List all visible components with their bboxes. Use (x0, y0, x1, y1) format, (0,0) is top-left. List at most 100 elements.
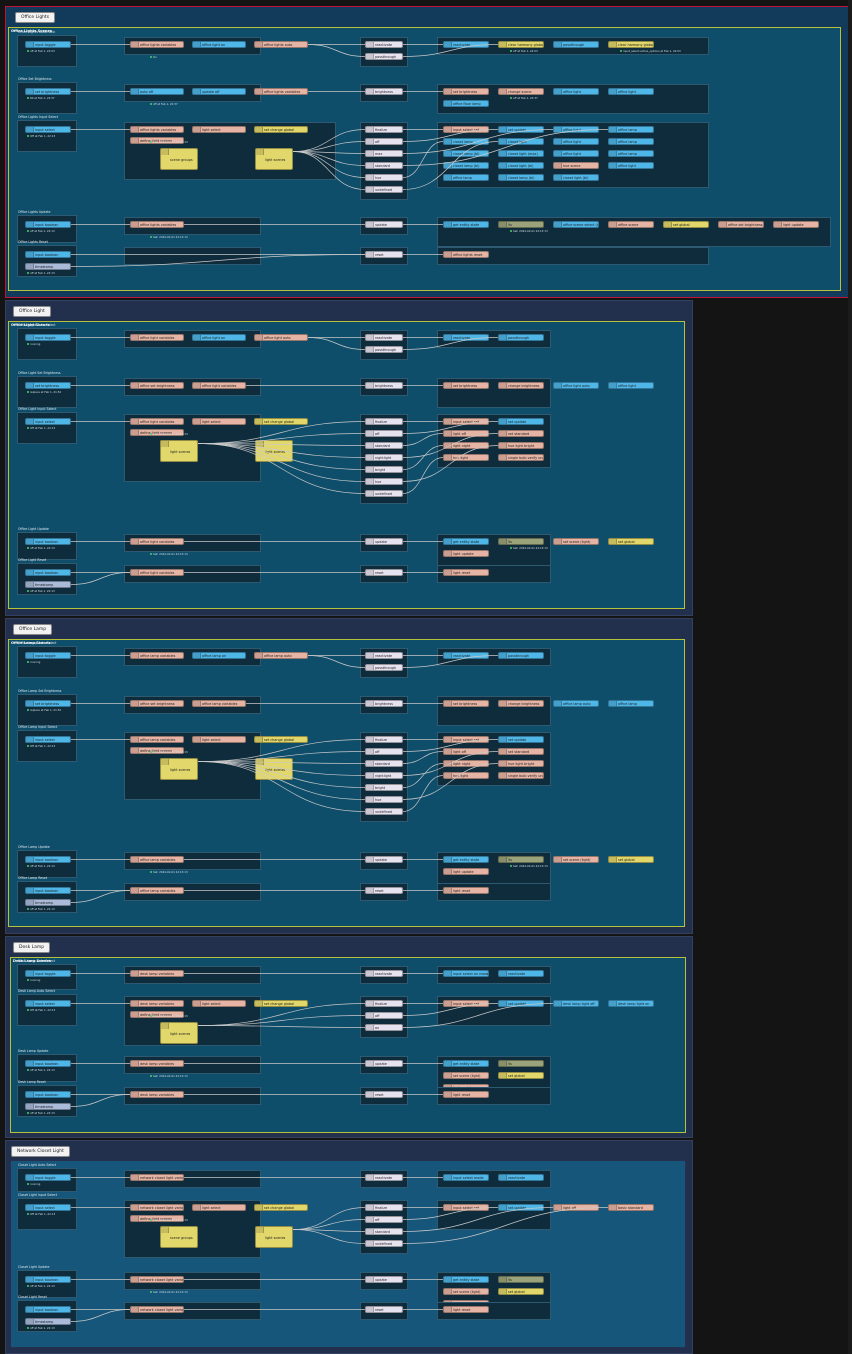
ha-node[interactable]: desk lamp light off (553, 1000, 599, 1007)
switch-node[interactable]: nightlight (365, 772, 403, 779)
function-node[interactable]: office set brightness (130, 382, 184, 389)
function-node[interactable]: light update (773, 221, 819, 228)
switch-node[interactable]: hue (365, 796, 403, 803)
ha-node[interactable]: input select (25, 1204, 71, 1211)
switch-node[interactable]: off (365, 1216, 403, 1223)
inject-node[interactable]: timestamp (25, 581, 71, 588)
function-node[interactable]: network closet light variables (130, 1276, 184, 1283)
ha-node[interactable]: office floor lamp (443, 100, 489, 107)
delay-node[interactable]: 5s (498, 221, 544, 228)
function-node[interactable]: set scene (light) (553, 856, 599, 863)
ha-node[interactable]: closet light (max) (498, 150, 544, 157)
function-node[interactable]: office scene (608, 221, 654, 228)
ha-node[interactable]: input toggle (25, 652, 71, 659)
ha-node[interactable]: set update (498, 736, 544, 743)
ha-node[interactable]: office light (608, 162, 654, 169)
switch-node[interactable]: max (365, 150, 403, 157)
ha-node[interactable]: input boolean (25, 569, 71, 576)
function-node[interactable]: input select set (443, 736, 489, 743)
group-tab-label[interactable]: Office Light (13, 306, 51, 317)
change-node[interactable]: set change global (254, 1204, 308, 1211)
switch-node[interactable]: standard (365, 162, 403, 169)
flow-entry-subgroup[interactable] (17, 532, 77, 560)
function-node[interactable]: single bulb verify undefined (498, 772, 544, 779)
ha-node[interactable]: set brightness (25, 88, 71, 95)
switch-node[interactable]: standard (365, 442, 403, 449)
ha-node[interactable]: input select on mode (443, 970, 489, 977)
ha-node[interactable]: reactivate (498, 1174, 544, 1181)
function-node[interactable]: office light variables (130, 538, 184, 545)
flow-entry-subgroup[interactable] (17, 881, 77, 913)
ha-node[interactable]: reactivate (443, 652, 489, 659)
ha-node[interactable]: input boolean (25, 251, 71, 258)
switch-node[interactable]: standard (365, 1228, 403, 1235)
ha-node[interactable]: update off (192, 88, 246, 95)
ha-node[interactable]: get entity state (443, 856, 489, 863)
ha-node[interactable]: input select (25, 1000, 71, 1007)
function-node[interactable]: set standard (498, 748, 544, 755)
function-node[interactable]: office lights variables (130, 126, 184, 133)
group-node[interactable]: light scenes (255, 148, 293, 170)
group-node[interactable]: light scenes (160, 1022, 198, 1044)
group-node[interactable]: light scenes (255, 1226, 293, 1248)
switch-node[interactable]: reactivate (365, 970, 403, 977)
ha-node[interactable]: input toggle (25, 1174, 71, 1181)
function-node[interactable]: light reset (443, 1091, 489, 1098)
function-node[interactable]: office lights variables (254, 88, 308, 95)
function-node[interactable]: office lights variables (130, 41, 184, 48)
switch-node[interactable]: bright (365, 784, 403, 791)
function-node[interactable]: office lamp auto (254, 652, 308, 659)
change-node[interactable]: set global (498, 1072, 544, 1079)
scene-group[interactable]: Office Lamp Scenes (8, 639, 685, 927)
switch-node[interactable]: off (365, 1012, 403, 1019)
function-node[interactable]: office light auto (254, 334, 308, 341)
function-node[interactable]: network closet light variables (130, 1306, 184, 1313)
inject-node[interactable]: timestamp (25, 263, 71, 270)
switch-node[interactable]: passthrough (365, 53, 403, 60)
switch-node[interactable]: undefined (365, 490, 403, 497)
function-node[interactable]: light select (192, 1000, 246, 1007)
output-subgroup[interactable] (437, 84, 709, 114)
switch-node[interactable]: hue (365, 478, 403, 485)
ha-node[interactable]: input boolean (25, 856, 71, 863)
ha-node[interactable]: auto off (130, 88, 184, 95)
flow-entry-subgroup[interactable] (17, 1085, 77, 1117)
ha-node[interactable]: closet light (bl) (553, 174, 599, 181)
function-node[interactable]: light reset (443, 569, 489, 576)
change-node[interactable]: set global (608, 538, 654, 545)
change-node[interactable]: clear harmony global (608, 41, 654, 48)
function-node[interactable]: define light scenes (130, 137, 184, 144)
switch-node[interactable]: brightness (365, 88, 403, 95)
function-node[interactable]: office lights reset (443, 251, 489, 258)
switch-node[interactable]: hue (365, 174, 403, 181)
ha-node[interactable]: closet light (498, 138, 544, 145)
ha-node[interactable]: office light (553, 88, 599, 95)
function-node[interactable]: hue light (443, 772, 489, 779)
function-node[interactable]: light off (443, 430, 489, 437)
ha-node[interactable]: office lamp (608, 138, 654, 145)
ha-node[interactable]: office light (608, 382, 654, 389)
switch-node[interactable]: off (365, 138, 403, 145)
function-node[interactable]: light select (192, 736, 246, 743)
ha-node[interactable]: office light on (192, 334, 246, 341)
flow-entry-subgroup[interactable] (17, 850, 77, 878)
switch-node[interactable]: passthrough (365, 346, 403, 353)
function-node[interactable]: desk lamp variables (130, 1000, 184, 1007)
switch-node[interactable]: undefined (365, 186, 403, 193)
ha-node[interactable]: input boolean (25, 1091, 71, 1098)
function-node[interactable]: desk lamp variables (130, 1091, 184, 1098)
ha-node[interactable]: reactivate (443, 334, 489, 341)
flow-entry-subgroup[interactable] (17, 215, 77, 243)
ha-node[interactable]: input toggle (25, 41, 71, 48)
switch-node[interactable]: brightness (365, 700, 403, 707)
switch-node[interactable]: update (365, 538, 403, 545)
function-node[interactable]: hue light bright (498, 442, 544, 449)
function-node[interactable]: light update (443, 550, 489, 557)
flow-entry-subgroup[interactable] (17, 964, 77, 990)
function-node[interactable]: define light scenes (130, 1215, 184, 1222)
function-node[interactable]: set scene (light) (443, 1072, 489, 1079)
function-node[interactable]: light reset (443, 1306, 489, 1313)
switch-node[interactable]: off (365, 748, 403, 755)
function-node[interactable]: set scene (light) (443, 1288, 489, 1295)
switch-node[interactable]: on (365, 1024, 403, 1031)
